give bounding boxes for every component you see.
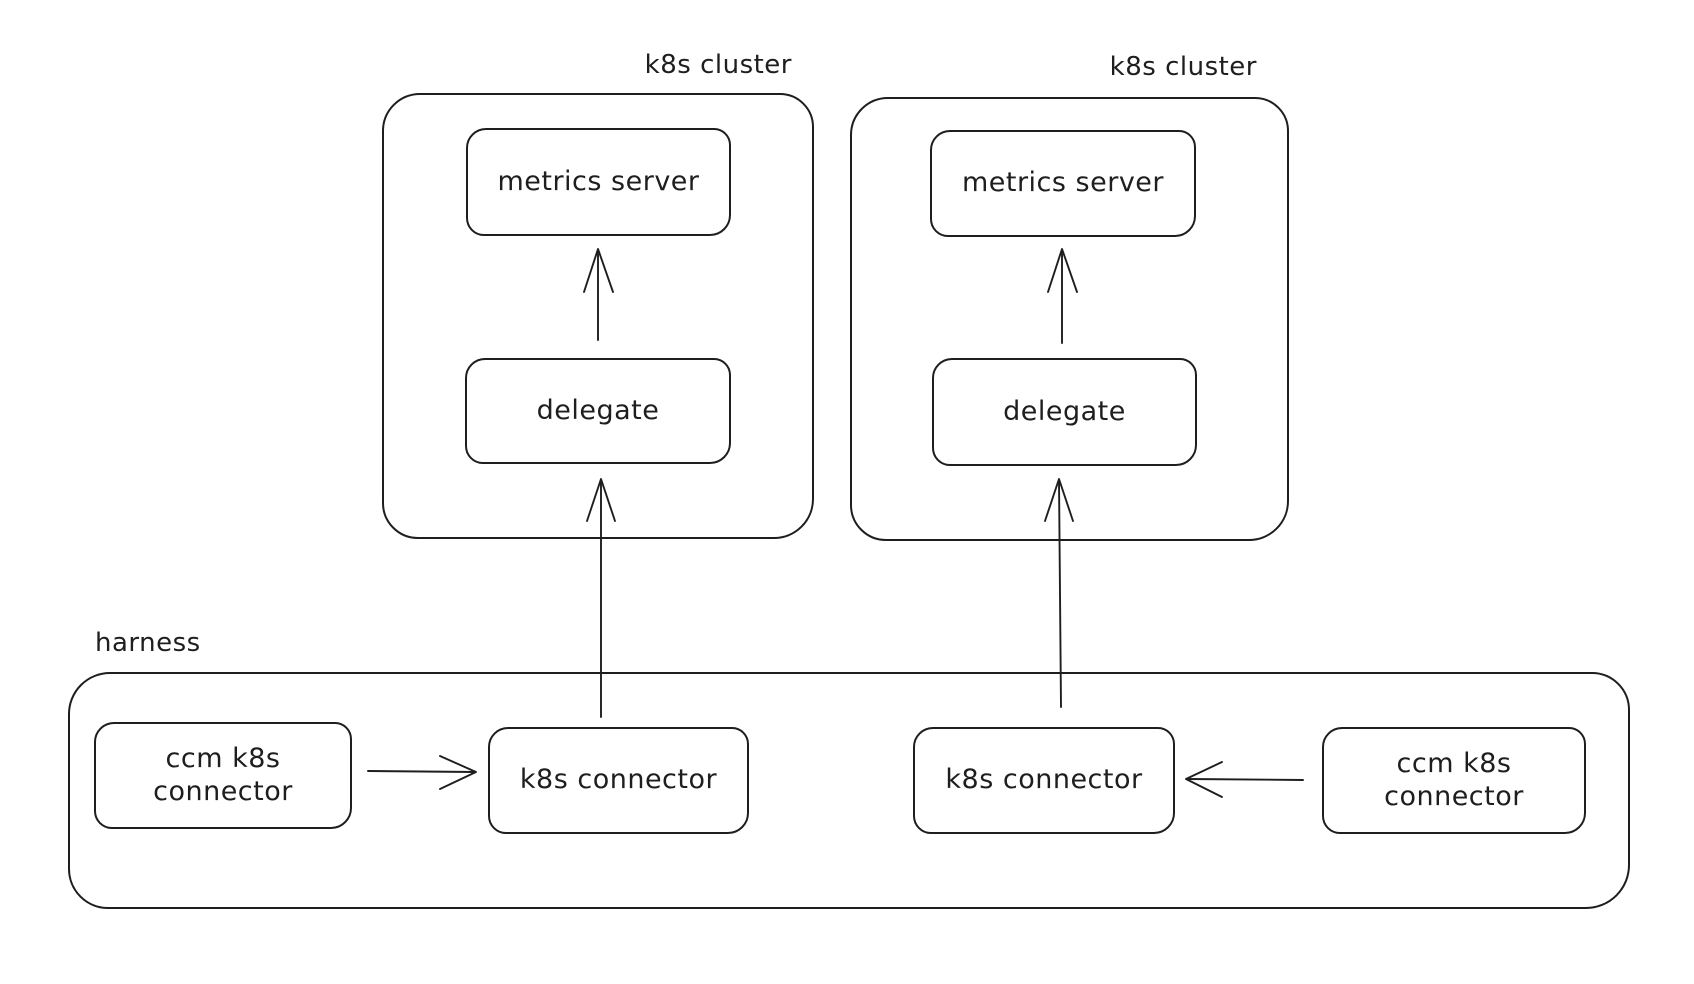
node-ccm-k8s-connector-left: ccm k8s connector bbox=[94, 722, 352, 829]
node-label: metrics server bbox=[497, 165, 700, 197]
node-k8s-connector-left: k8s connector bbox=[488, 727, 749, 834]
node-label-line: ccm k8s bbox=[165, 743, 281, 775]
node-delegate-left: delegate bbox=[465, 358, 731, 464]
node-label: metrics server bbox=[961, 167, 1165, 199]
cluster-label-right: k8s cluster bbox=[1109, 52, 1257, 82]
k8s-cluster-box-left bbox=[382, 93, 814, 539]
node-ccm-k8s-connector-right: ccm k8s connector bbox=[1322, 727, 1586, 834]
node-label-line: connector bbox=[153, 775, 293, 807]
harness-label: harness bbox=[95, 628, 201, 658]
node-label: delegate bbox=[536, 394, 660, 426]
node-label: k8s connector bbox=[945, 764, 1143, 796]
node-metrics-server-left: metrics server bbox=[466, 128, 731, 236]
node-k8s-connector-right: k8s connector bbox=[913, 727, 1175, 834]
node-metrics-server-right: metrics server bbox=[930, 130, 1196, 237]
node-label: k8s connector bbox=[519, 764, 718, 796]
node-label: delegate bbox=[1003, 395, 1126, 427]
cluster-label-left: k8s cluster bbox=[644, 50, 792, 80]
node-label-line: ccm k8s bbox=[1396, 748, 1512, 780]
k8s-cluster-box-right bbox=[850, 97, 1289, 541]
node-label-line: connector bbox=[1384, 780, 1524, 812]
node-delegate-right: delegate bbox=[932, 358, 1197, 466]
harness-box bbox=[68, 672, 1630, 909]
